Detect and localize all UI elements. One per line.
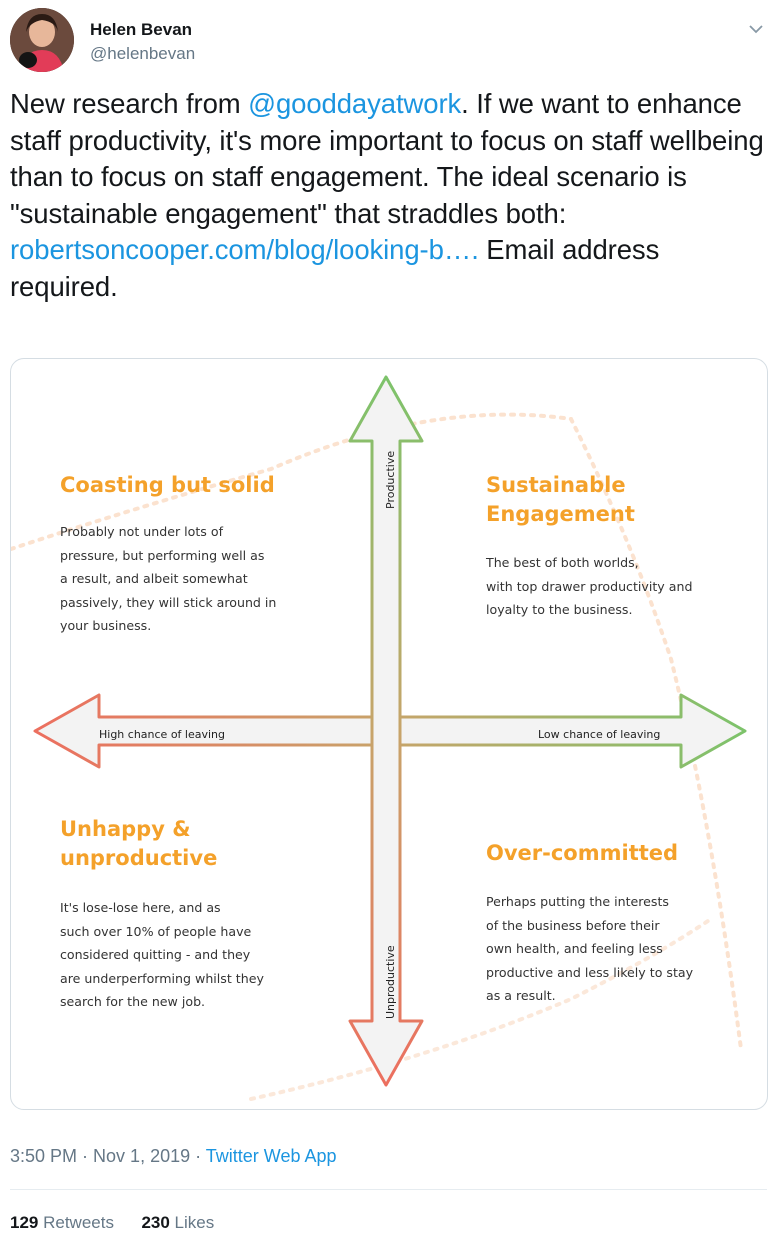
quadrant-title-sustainable: Sustainable Engagement [486,473,635,526]
tweet-meta: 3:50 PM · Nov 1, 2019 · Twitter Web App [10,1146,337,1166]
quadrant-title-unhappy: Unhappy & unproductive [60,817,218,870]
quadrant-body-overcommitted: Perhaps putting the interests of the bus… [486,894,694,1003]
author-name[interactable]: Helen Bevan [90,20,193,39]
axis-label-bottom: Unproductive [384,945,397,1019]
profile-photo-icon[interactable] [10,8,74,72]
tweet-date[interactable]: Nov 1, 2019 [93,1146,191,1166]
quadrant-body-coasting: Probably not under lots of pressure, but… [60,524,277,633]
tweet-header: Helen Bevan @helenbevan [10,8,767,78]
mention-link[interactable]: @gooddayatwork [248,88,462,119]
tweet-image[interactable]: Productive Unproductive High chance of l… [10,358,768,1110]
quadrant-title-overcommitted: Over-committed [486,841,679,865]
quadrant-title-coasting: Coasting but solid [60,473,275,497]
chevron-down-icon[interactable] [745,18,767,40]
author-handle[interactable]: @helenbevan [90,44,196,63]
likes-stat[interactable]: 230 Likes [141,1213,215,1232]
url-link[interactable]: robertsoncooper.com/blog/looking-b…. [10,234,479,265]
divider [10,1189,767,1190]
tweet-stats: 129 Retweets 230 Likes [10,1213,214,1233]
tweet-time[interactable]: 3:50 PM [10,1146,78,1166]
axis-label-top: Productive [384,451,397,509]
quadrant-body-sustainable: The best of both worlds, with top drawer… [486,555,693,617]
axis-label-right: Low chance of leaving [538,728,660,741]
retweets-stat[interactable]: 129 Retweets [10,1213,114,1232]
axis-label-left: High chance of leaving [99,728,225,741]
quadrant-body-unhappy: It's lose-lose here, and as such over 10… [60,900,264,1009]
decorative-dots-2 [249,917,713,1101]
source-app-link[interactable]: Twitter Web App [205,1146,337,1166]
decorative-dots [11,412,743,1051]
tweet-text: New research from @gooddayatwork. If we … [10,88,764,302]
